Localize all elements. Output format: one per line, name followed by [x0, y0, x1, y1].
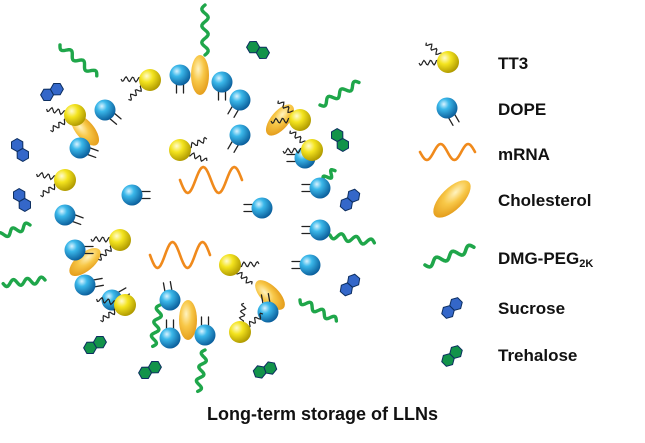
tt3-sphere — [46, 104, 86, 133]
dope-sphere — [227, 89, 251, 118]
dmg-peg-chain — [0, 221, 32, 243]
sucrose-pair — [339, 273, 361, 297]
tt3-sphere — [270, 100, 311, 131]
dope-sphere — [227, 124, 251, 153]
dmg-peg-chain — [318, 79, 361, 108]
tt3-sphere — [90, 229, 131, 261]
dope-sphere — [64, 239, 94, 261]
sucrose-pair — [40, 82, 64, 102]
dope-sphere — [54, 204, 84, 226]
dope-sphere — [211, 71, 233, 101]
legend-icon-sucrose — [441, 297, 463, 319]
trehalose-pair — [83, 335, 107, 355]
cholesterol-ellipse — [69, 247, 101, 277]
legend-label-mrna: mRNA — [498, 145, 550, 164]
figure-caption: Long-term storage of LLNs — [206, 404, 438, 424]
cholesterol-ellipse — [265, 104, 295, 136]
tt3-sphere — [169, 136, 208, 163]
legend-icon-mrna — [418, 142, 477, 162]
trehalose-pair — [330, 128, 350, 152]
trehalose-pair — [245, 41, 271, 59]
legend-icons — [418, 42, 477, 367]
dope-sphere — [301, 219, 331, 241]
dmg-peg-chain — [194, 348, 209, 394]
dope-sphere — [257, 293, 279, 323]
dope-sphere — [159, 281, 181, 311]
sucrose-pair — [339, 188, 361, 212]
sucrose-pair — [10, 138, 30, 162]
tt3-sphere — [229, 302, 264, 343]
dope-sphere — [74, 274, 104, 296]
dmg-peg-chain — [298, 298, 339, 323]
dope-sphere — [159, 319, 181, 349]
dope-sphere — [291, 254, 321, 276]
dope-sphere — [243, 197, 273, 219]
legend-icon-dope — [436, 97, 460, 126]
dope-sphere — [121, 184, 151, 206]
mrna-strand — [148, 240, 212, 270]
dmg-peg-text: DMG-PEG — [498, 249, 580, 268]
trehalose-pair — [252, 361, 278, 379]
lipid-nanoparticle — [0, 3, 377, 394]
dope-sphere — [169, 64, 191, 94]
cholesterol-ellipse — [255, 280, 285, 310]
tt3-sphere — [36, 169, 76, 198]
tt3-sphere — [120, 69, 161, 101]
tt3-sphere — [96, 294, 136, 323]
dope-sphere — [94, 99, 122, 125]
dmg-peg-chain — [200, 3, 210, 57]
legend-label-dope: DOPE — [498, 100, 547, 119]
legend-label-cholesterol: Cholesterol — [498, 191, 592, 210]
legend-icon-tt3 — [418, 42, 459, 73]
sucrose-pair — [12, 188, 32, 212]
mrna-strand — [178, 165, 244, 195]
legend-icon-peg — [423, 243, 476, 269]
dmg-peg-chain — [58, 43, 99, 78]
dmg-peg-chain — [1, 275, 47, 289]
dope-sphere — [69, 137, 99, 159]
dmg-peg-chain — [328, 232, 377, 246]
tt3-sphere — [219, 254, 260, 285]
legend-label-dmg-peg: DMG-PEG2K — [498, 249, 593, 270]
legend-label-tt3: TT3 — [498, 54, 529, 73]
legend-label-trehalose: Trehalose — [498, 346, 578, 365]
legend-icon-trehalose — [441, 345, 463, 367]
legend-icon-cholesterol — [433, 180, 471, 218]
dope-sphere — [194, 316, 216, 346]
dmg-peg-subscript: 2K — [579, 258, 594, 270]
dope-sphere — [301, 177, 331, 199]
dmg-peg-chain — [149, 303, 164, 349]
cholesterol-ellipse — [191, 55, 209, 95]
trehalose-pair — [138, 360, 162, 380]
cholesterol-ellipse — [179, 300, 197, 340]
tt3-sphere — [282, 130, 323, 161]
legend-label-sucrose: Sucrose — [498, 299, 566, 318]
